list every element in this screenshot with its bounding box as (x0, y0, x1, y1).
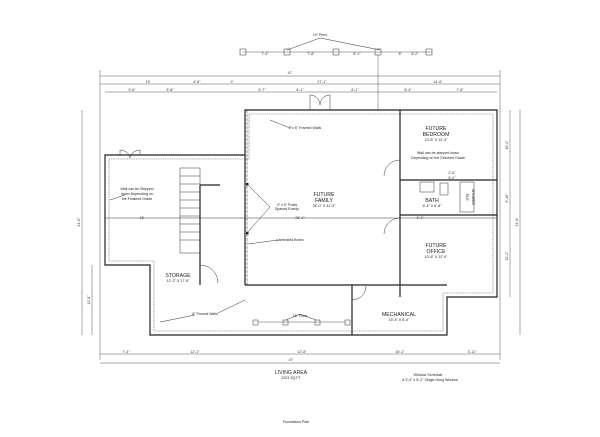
mechanical-label: MECHANICAL (382, 312, 416, 318)
dim: 6'-8" (193, 80, 201, 84)
note: 16" Piers (293, 314, 308, 318)
pier (283, 48, 291, 56)
living-area-value: 2203 SQ FT (281, 376, 301, 380)
bedroom-door (383, 159, 401, 177)
bedroom-label: BEDROOM (423, 132, 450, 138)
dim: 6'-1" (351, 88, 359, 92)
dim: 15' (140, 216, 145, 220)
foundation-walls (104, 94, 498, 336)
side-dimensions: 41'-6" 12'-8" 10'-2" 9'-10" 12'-2" 41'-6… (77, 110, 521, 335)
dim: 14'-6" (433, 80, 443, 84)
note: 8" Poured Walls (192, 312, 218, 316)
step-note: Wall can be stepped down (417, 151, 459, 155)
dim: 8'-1" (353, 52, 361, 56)
bath-label: BATH (425, 198, 439, 204)
dim: 28'-4" (295, 216, 305, 220)
shower-label: SHOWER (471, 189, 475, 206)
top-dimensions: 47' 15' 6'-8" 4' 27'-1" 14'-6" 9'-6" 5'-… (99, 70, 501, 360)
note: Laminated Beam (276, 238, 303, 242)
interior-dimensions: 15' 28'-4" 2'-8" 5'-4" 4'-1" (140, 171, 457, 220)
dim: 6'-4" (404, 88, 412, 92)
pier (314, 319, 321, 326)
dim: 16'-1" (395, 350, 405, 354)
office-size: 13'-8" X 12'-9" (425, 255, 448, 259)
annotations: 2"x 6" Framed Walls 4" x 6" Posts Spaced… (109, 119, 322, 323)
living-area-label: LIVING AREA (275, 370, 308, 376)
room-labels: FUTURE BEDROOM 13'-8" X 12'-4" Wall can … (165, 126, 475, 322)
dim: 5'-4" (448, 176, 456, 180)
dim: 6'-1" (296, 88, 304, 92)
family-label: FAMILY (315, 198, 334, 204)
office-label: FUTURE (425, 243, 447, 249)
office-label: OFFICE (426, 249, 446, 255)
dim: 7'-8" (456, 88, 464, 92)
storage-size: 12'-2" X 17'-8" (167, 279, 190, 283)
dim: 3'-11" (468, 350, 478, 354)
dim: 5'-7" (258, 88, 266, 92)
note: the Finished Grade (122, 197, 153, 201)
note: Wall can be Stepped (120, 187, 153, 191)
dim: 9'-10" (505, 193, 509, 203)
storage-label: STORAGE (165, 273, 191, 279)
dim: 8'-2" (411, 52, 419, 56)
dim-overall-bottom: 47' (289, 358, 294, 362)
dim: 7'-4" (122, 350, 130, 354)
note: Spaced Evenly (275, 207, 299, 211)
mechanical-size: 15'-4" X 8'-5" (389, 318, 410, 322)
shower-label: TILE (465, 193, 469, 201)
family-label: FUTURE (313, 192, 335, 198)
exterior-door (119, 149, 141, 159)
drawing-title: Foundation Plan (283, 420, 309, 424)
dim: 7'-8" (307, 52, 315, 56)
dim: 7'-4" (261, 52, 269, 56)
dim-overall-top: 47' (288, 71, 293, 75)
shower-icon (459, 181, 475, 213)
dim: 10'-2" (505, 140, 509, 150)
mechanical-door (351, 285, 367, 301)
bedroom-size: 13'-8" X 12'-4" (425, 138, 448, 142)
window-schedule-entry: A 3'-0" x 5'-2" Single Hung Window (402, 378, 458, 382)
toilet-icon (439, 182, 449, 196)
sink-icon (419, 181, 435, 193)
piers-top-note: 16" Piers (313, 33, 328, 37)
patio-door (309, 94, 331, 110)
note: down Depending on (121, 192, 153, 196)
dim: 12'-8" (297, 350, 307, 354)
dim: 2'-8" (448, 171, 456, 175)
pier (239, 48, 247, 56)
dim: 8' (399, 52, 402, 56)
dim: 4'-1" (416, 216, 424, 220)
family-size: 26'-0" X 31'-3" (313, 204, 336, 208)
post (246, 232, 249, 235)
dim: 4' (231, 80, 234, 84)
dim: 15' (146, 80, 151, 84)
pier (425, 48, 433, 56)
top-piers: 16" Piers 7'-4" 7'-8" 8'-1" 8' 8'-2" (239, 33, 433, 110)
dim: 12'-1" (190, 350, 200, 354)
step-note: Depending on the Finished Grade (411, 156, 465, 160)
note: 2"x 6" Framed Walls (289, 126, 322, 130)
office-door (383, 217, 401, 235)
pier (332, 48, 340, 56)
pier (344, 319, 351, 326)
pier (282, 319, 289, 326)
bath-size: 6'-4" X 6'-8" (423, 204, 442, 208)
dim: 9'-6" (128, 88, 136, 92)
dim: 12'-8" (87, 295, 91, 305)
note: 4" x 6" Posts (277, 203, 298, 207)
window-schedule-title: Window Schedule (414, 373, 443, 377)
storage-door (199, 264, 219, 284)
dim: 41'-6" (77, 217, 81, 227)
dim: 12'-2" (505, 251, 509, 261)
bottom-dimensions: 7'-4" 12'-1" 12'-8" 16'-1" 3'-11" 47' (100, 350, 500, 364)
dim: 41'-6" (515, 217, 519, 227)
dim: 5'-8" (166, 88, 174, 92)
dim: 27'-1" (317, 80, 327, 84)
bedroom-label: FUTURE (425, 126, 447, 132)
pier (252, 319, 259, 326)
